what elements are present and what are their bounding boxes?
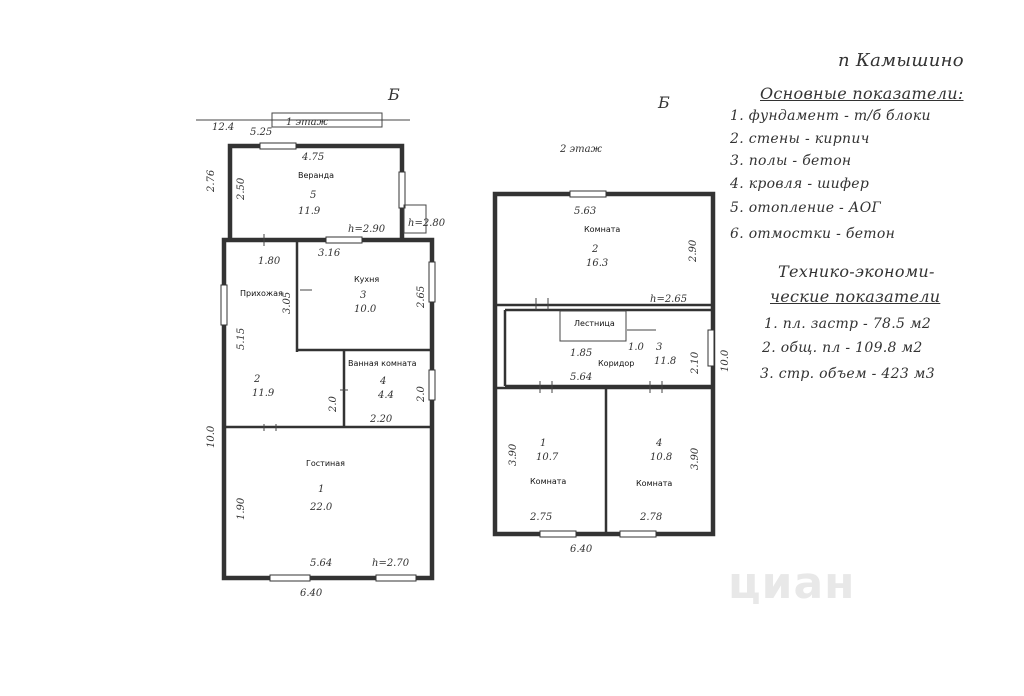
- dim-f1-bottom-0: 5.64: [310, 558, 332, 569]
- dim-f1-left-4: 1.80: [258, 256, 281, 267]
- tech-title-1: Технико-экономи-: [778, 262, 935, 281]
- room-f2-1-name: Комната: [530, 477, 566, 486]
- basic-title: Основные показатели:: [760, 84, 964, 103]
- dim-f1-inner-1: h=2.90: [348, 224, 386, 235]
- dim-f1-inner-0: 3.16: [318, 248, 341, 259]
- room-bath-name: Ванная комната: [348, 359, 417, 368]
- dim-f2-6: 10.0: [720, 349, 731, 372]
- tech-item-2: 2. общ. пл - 109.8 м2: [762, 340, 923, 356]
- room-veranda-name: Веранда: [298, 171, 334, 180]
- dim-f1-left-6: 3.05: [282, 292, 293, 314]
- dim-f2-10: 2.75: [529, 512, 552, 523]
- dim-f1-right-2: 2.0: [416, 385, 427, 403]
- dim-f1-right-1: 2.65: [416, 286, 427, 309]
- room-living-area: 22.0: [309, 502, 333, 513]
- room-f2-2-name: Комната: [584, 225, 620, 234]
- dim-f1-left-1: 2.50: [236, 177, 247, 201]
- letter-mark-2: Б: [657, 93, 670, 112]
- dim-f2-3: 1.85: [570, 348, 592, 359]
- room-corridor-num: 3: [656, 342, 662, 353]
- dim-f2-7: 5.64: [570, 372, 592, 383]
- dim-f1-left-2: 10.0: [206, 425, 217, 448]
- dim-f1-left-5: 5.15: [236, 328, 247, 350]
- terrace-label: 1 этаж: [286, 117, 329, 128]
- dim-f1-bottom-2: 6.40: [300, 588, 323, 599]
- room-bath-area: 4.4: [377, 390, 394, 401]
- room-kitchen-area: 10.0: [354, 304, 377, 315]
- room-kitchen-num: 3: [360, 290, 366, 301]
- room-f2-2-num: 2: [591, 244, 598, 255]
- room-f2-2-area: 16.3: [586, 258, 608, 269]
- watermark-logo: циан: [728, 558, 856, 609]
- dim-f1-right-0: h=2.80: [408, 218, 446, 229]
- floor2-label: 2 этаж: [559, 144, 603, 155]
- room-hall-area: 11.9: [252, 388, 275, 399]
- room-bath-num: 4: [379, 376, 386, 387]
- dim-f1-left-0: 2.76: [206, 169, 217, 193]
- room-f2-1-num: 1: [540, 438, 546, 449]
- dim-f2-5: 2.10: [690, 351, 701, 375]
- dim-f2-8: 3.90: [508, 443, 519, 466]
- basic-item-3: 3. полы - бетон: [730, 153, 852, 169]
- room-hall-num: 2: [253, 374, 260, 385]
- room-corridor-area: 11.8: [654, 356, 676, 367]
- dim-f1-inner-2: 2.0: [328, 395, 339, 413]
- room-hall-name: Прихожая: [240, 289, 283, 298]
- floor-1-plan: [196, 112, 436, 582]
- dim-f2-4: 1.0: [628, 342, 645, 353]
- dim-f2-1: 2.90: [688, 239, 699, 263]
- dim-f2-9: 3.90: [690, 447, 701, 470]
- room-living-name: Гостиная: [306, 459, 345, 468]
- location-text: п Камышино: [838, 50, 964, 71]
- basic-item-2: 2. стены - кирпич: [730, 131, 870, 147]
- dim-f2-11: 2.78: [639, 512, 662, 523]
- dim-f2-12: 6.40: [570, 544, 593, 555]
- room-f2-1-area: 10.7: [536, 452, 559, 463]
- room-corridor-name: Коридор: [598, 359, 634, 368]
- dim-f1-top-0: 5.25: [250, 127, 272, 138]
- dim-f2-0: 5.63: [574, 206, 596, 217]
- basic-item-6: 6. отмостки - бетон: [730, 226, 896, 242]
- room-f2-4-area: 10.8: [650, 452, 672, 463]
- room-veranda-num: 5: [310, 190, 316, 201]
- tech-title-2: ческие показатели: [770, 287, 941, 306]
- room-f2-4-num: 4: [655, 438, 662, 449]
- room-living-num: 1: [318, 484, 324, 495]
- dim-12-4: 12.4: [212, 122, 234, 133]
- dim-f1-left-3: 1.90: [236, 497, 247, 520]
- basic-item-4: 4. кровля - шифер: [730, 176, 870, 192]
- dim-f2-2: h=2.65: [650, 294, 687, 305]
- tech-item-3: 3. стр. объем - 423 м3: [760, 366, 935, 382]
- tech-item-1: 1. пл. застр - 78.5 м2: [764, 316, 932, 332]
- room-stairs-name: Лестница: [574, 319, 615, 328]
- dim-f1-bottom-1: h=2.70: [372, 558, 410, 569]
- letter-mark: Б: [387, 85, 400, 104]
- basic-item-1: 1. фундамент - т/б блоки: [730, 108, 931, 124]
- basic-item-5: 5. отопление - АОГ: [730, 200, 882, 216]
- floor-2-plan: [492, 190, 716, 538]
- dim-f1-inner-3: 2.20: [369, 414, 393, 425]
- room-veranda-area: 11.9: [298, 206, 321, 217]
- room-f2-4-name: Комната: [636, 479, 672, 488]
- dim-f1-top-1: 4.75: [301, 152, 324, 163]
- room-kitchen-name: Кухня: [354, 275, 379, 284]
